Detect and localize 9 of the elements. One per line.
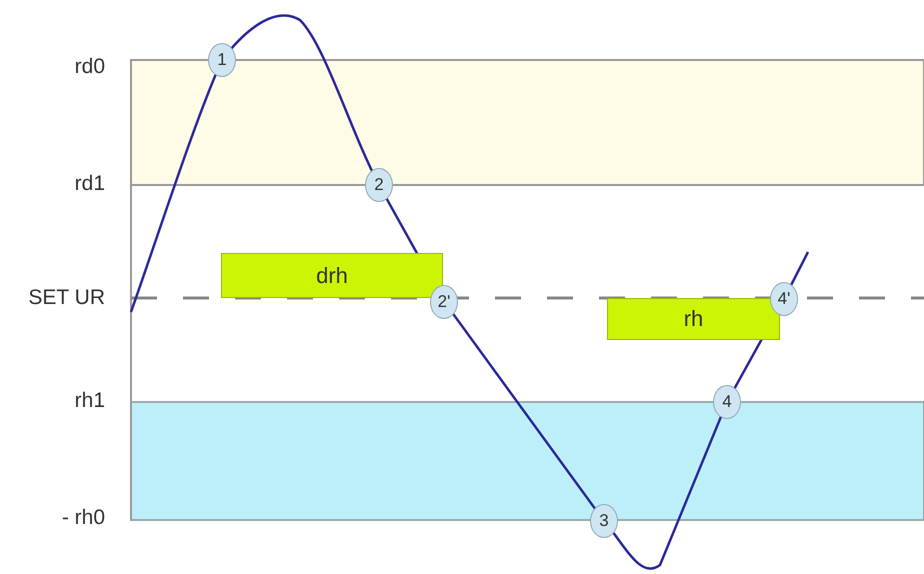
numbered-point-marker: 4' xyxy=(770,282,798,316)
numbered-point-marker: 1 xyxy=(208,43,236,77)
level-label: rh1 xyxy=(74,389,105,413)
level-label: rd1 xyxy=(74,172,105,196)
level-label: SET UR xyxy=(27,286,105,310)
numbered-point-marker: 2' xyxy=(430,285,458,319)
numbered-point-marker: 4 xyxy=(713,385,741,419)
level-label: rd0 xyxy=(74,55,105,79)
level-label: - rh0 xyxy=(60,506,105,530)
